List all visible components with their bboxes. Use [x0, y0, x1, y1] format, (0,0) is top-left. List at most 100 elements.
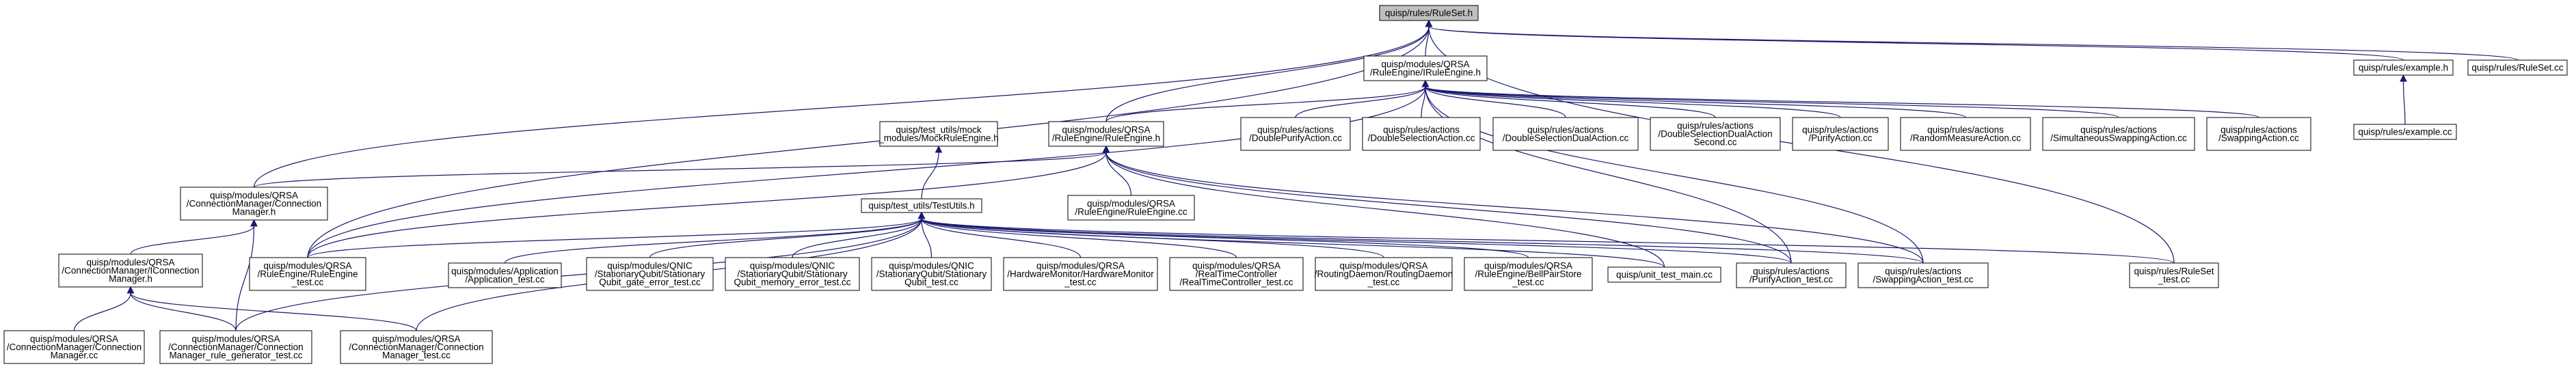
- node-box[interactable]: [2353, 124, 2457, 140]
- node-application_test_cc[interactable]: quisp/modules/Application/Application_te…: [448, 262, 562, 288]
- node-box[interactable]: [3, 330, 145, 364]
- node-box[interactable]: [1379, 5, 1479, 21]
- edge-example_h-to-example_cc: [2400, 74, 2407, 125]
- edge-line: [235, 225, 255, 331]
- node-mock_ruleengine_h[interactable]: quisp/test_utils/mock_modules/MockRuleEn…: [878, 121, 999, 147]
- edge-line: [921, 218, 1237, 258]
- node-ruleengine_h[interactable]: quisp/modules/QRSA/RuleEngine/RuleEngine…: [1048, 121, 1164, 147]
- node-ruleengine_cc[interactable]: quisp/modules/QRSA/RuleEngine/RuleEngine…: [1067, 195, 1195, 221]
- node-connmgr_test_cc[interactable]: quisp/modules/QRSA/ConnectionManager/Con…: [340, 330, 493, 364]
- node-simultaneousswapping_cc[interactable]: quisp/rules/actions/SimultaneousSwapping…: [2042, 117, 2195, 151]
- node-doublepurify_cc[interactable]: quisp/rules/actions/DoublePurifyAction.c…: [1240, 117, 1351, 151]
- node-unit_test_main_cc[interactable]: quisp/unit_test_main.cc: [1607, 266, 1721, 283]
- edge-mock_ruleengine_h-to-testutils_h: [921, 145, 943, 200]
- node-box[interactable]: [1492, 117, 1639, 151]
- edge-iruleengine_h-to-doublepurify_cc: [1295, 79, 1430, 118]
- node-swapping_test_cc[interactable]: quisp/rules/actions/SwappingAction_test.…: [1857, 262, 1989, 288]
- node-box[interactable]: [2129, 262, 2219, 288]
- node-label-line: /DoubleSelectionAction.cc: [1368, 133, 1475, 143]
- node-label-line: quisp/modules/Application: [451, 266, 559, 277]
- node-box[interactable]: [2042, 117, 2195, 151]
- node-doubleselectiondualsecond_cc[interactable]: quisp/rules/actions/DoubleSelectionDualA…: [1650, 117, 1781, 151]
- node-iruleengine_h[interactable]: quisp/modules/QRSA/RuleEngine/IRuleEngin…: [1363, 55, 1488, 81]
- node-box[interactable]: [1240, 117, 1351, 151]
- node-bellpairstore_test_cc[interactable]: quisp/modules/QRSA/RuleEngine/BellPairSt…: [1464, 257, 1593, 291]
- node-box[interactable]: [1464, 257, 1593, 291]
- node-label-line: quisp/rules/RuleSet: [2134, 266, 2214, 277]
- node-label-line: quisp/modules/QRSA: [1036, 261, 1125, 271]
- node-connmgr_cc[interactable]: quisp/modules/QRSA/ConnectionManager/Con…: [3, 330, 145, 364]
- node-doubleselectiondual_cc[interactable]: quisp/rules/actions/DoubleSelectionDualA…: [1492, 117, 1639, 151]
- node-label-line: quisp/rules/actions: [1527, 125, 1604, 135]
- node-swapping_cc[interactable]: quisp/rules/actions/SwappingAction.cc: [2206, 117, 2311, 151]
- node-label-line: /RuleEngine/RuleEngine.h: [1052, 133, 1160, 143]
- edge-line: [1105, 152, 1924, 264]
- node-box[interactable]: [879, 121, 998, 147]
- node-hwmonitor_test_cc[interactable]: quisp/modules/QRSA/HardwareMonitor/Hardw…: [1003, 257, 1158, 291]
- node-label-line: quisp/test_utils/TestUtils.h: [868, 201, 974, 211]
- node-connmgr_rulegen_test_cc[interactable]: quisp/modules/QRSA/ConnectionManager/Con…: [159, 330, 312, 364]
- node-box[interactable]: [1792, 117, 1889, 151]
- node-box[interactable]: [448, 262, 562, 288]
- edge-line: [1421, 86, 1426, 118]
- node-gate_error_test_cc[interactable]: quisp/modules/QNIC/StationaryQubit/Stati…: [586, 257, 714, 291]
- edge-line: [921, 218, 1665, 268]
- node-stationaryqubit_test_cc[interactable]: quisp/modules/QNIC/StationaryQubit/Stati…: [871, 257, 992, 291]
- node-box[interactable]: [1857, 262, 1989, 288]
- node-box[interactable]: [180, 187, 328, 221]
- node-box[interactable]: [1650, 117, 1781, 151]
- node-box[interactable]: [725, 257, 860, 291]
- node-box[interactable]: [340, 330, 493, 364]
- edge-line: [792, 218, 922, 258]
- node-box[interactable]: [1315, 257, 1453, 291]
- edge-line: [235, 218, 922, 331]
- edge-connmgr_h-to-connmgr_rulegen_test_cc: [235, 219, 258, 331]
- node-connmgr_h[interactable]: quisp/modules/QRSA/ConnectionManager/Con…: [180, 187, 328, 221]
- node-label-line: quisp/rules/actions: [2221, 125, 2297, 135]
- node-label-line: /PurifyAction.cc: [1808, 133, 1872, 143]
- edge-iruleengine_h-to-simultaneousswapping_cc: [1421, 79, 2119, 118]
- node-box[interactable]: [1003, 257, 1158, 291]
- edge-line: [649, 218, 922, 258]
- edge-testutils_h-to-bellpairstore_test_cc: [917, 211, 1529, 258]
- node-box[interactable]: [2206, 117, 2311, 151]
- node-label-line: /StationaryQubit/Stationary: [737, 269, 848, 279]
- node-box[interactable]: [1362, 117, 1481, 151]
- node-box[interactable]: [2353, 59, 2454, 76]
- node-box[interactable]: [249, 257, 366, 291]
- node-purify_test_cc[interactable]: quisp/rules/actions/PurifyAction_test.cc: [1736, 262, 1847, 288]
- node-randommeasure_cc[interactable]: quisp/rules/actions/RandomMeasureAction.…: [1900, 117, 2031, 151]
- node-box[interactable]: [1067, 195, 1195, 221]
- node-testutils_h[interactable]: quisp/test_utils/TestUtils.h: [861, 198, 982, 213]
- node-ruleset_h[interactable]: quisp/rules/RuleSet.h: [1379, 5, 1479, 21]
- node-box[interactable]: [2467, 59, 2568, 76]
- node-ruleset_test_cc[interactable]: quisp/rules/RuleSet_test.cc: [2129, 262, 2219, 288]
- edge-arrowhead: [1102, 145, 1110, 153]
- node-box[interactable]: [861, 198, 982, 213]
- node-ruleset_cc[interactable]: quisp/rules/RuleSet.cc: [2467, 59, 2568, 76]
- node-label-line: /SwappingAction_test.cc: [1873, 275, 1973, 285]
- node-routingdaemon_test_cc[interactable]: quisp/modules/QRSA/RoutingDaemon/Routing…: [1315, 257, 1453, 291]
- node-example_cc[interactable]: quisp/rules/example.cc: [2353, 124, 2457, 140]
- node-ruleengine_test_cc[interactable]: quisp/modules/QRSA/RuleEngine/RuleEngine…: [249, 257, 366, 291]
- node-box[interactable]: [58, 253, 203, 288]
- node-box[interactable]: [586, 257, 714, 291]
- edge-testutils_h-to-purify_test_cc: [917, 211, 1792, 264]
- edge-line: [130, 292, 417, 331]
- node-box[interactable]: [1900, 117, 2031, 151]
- node-purify_cc[interactable]: quisp/rules/actions/PurifyAction.cc: [1792, 117, 1889, 151]
- node-box[interactable]: [1169, 257, 1304, 291]
- node-doubleselection_cc[interactable]: quisp/rules/actions/DoubleSelectionActio…: [1362, 117, 1481, 151]
- node-rtcontroller_test_cc[interactable]: quisp/modules/QRSA/RealTimeController/Re…: [1169, 257, 1304, 291]
- node-box[interactable]: [159, 330, 312, 364]
- node-example_h[interactable]: quisp/rules/example.h: [2353, 59, 2454, 76]
- edge-line: [1295, 86, 1426, 118]
- node-box[interactable]: [1363, 55, 1488, 81]
- node-memory_error_test_cc[interactable]: quisp/modules/QNIC/StationaryQubit/Stati…: [725, 257, 860, 291]
- node-iconnmgr_h[interactable]: quisp/modules/QRSA/ConnectionManager/ICo…: [58, 253, 203, 288]
- node-box[interactable]: [1048, 121, 1164, 147]
- node-box[interactable]: [1607, 266, 1721, 283]
- node-box[interactable]: [871, 257, 992, 291]
- node-label-line: quisp/rules/actions: [2080, 125, 2157, 135]
- node-box[interactable]: [1736, 262, 1847, 288]
